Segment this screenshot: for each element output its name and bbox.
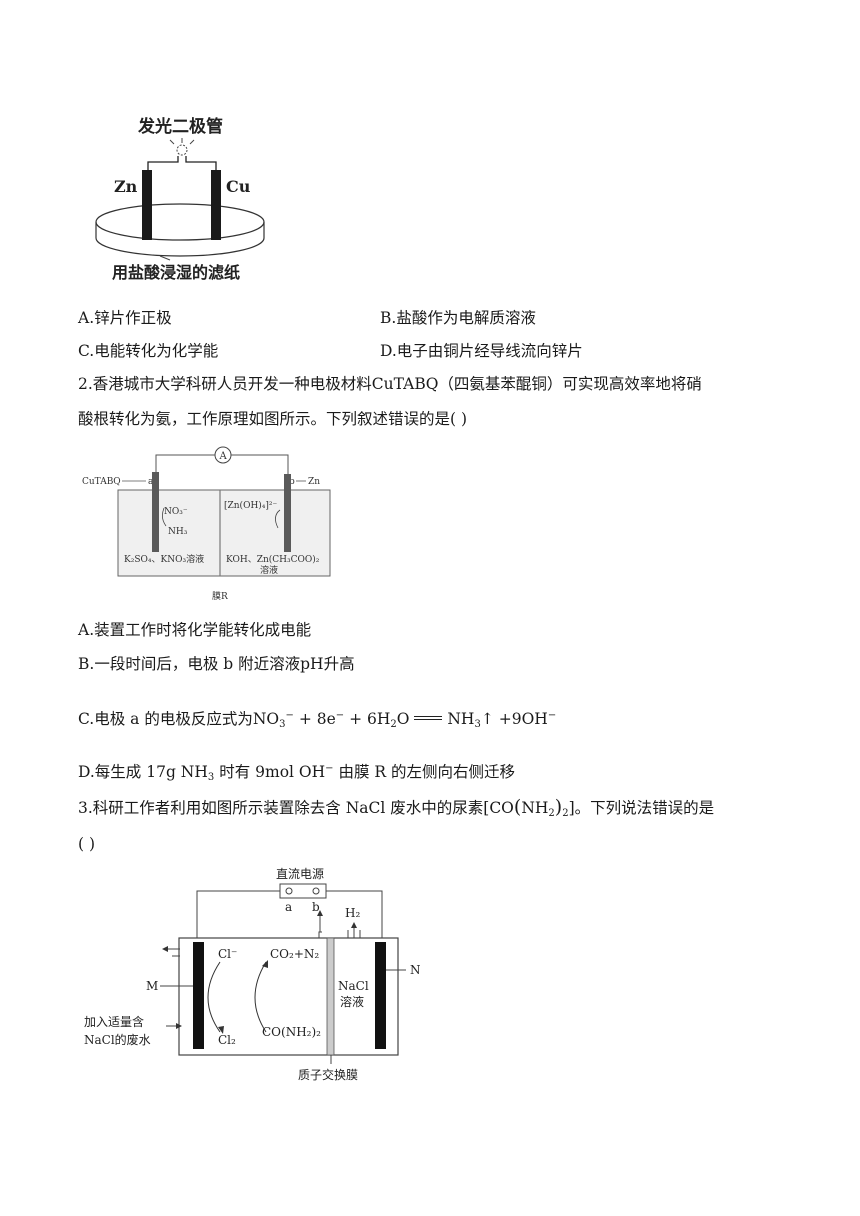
q2-option-b-ph: pH (300, 655, 324, 673)
electrode-m (193, 942, 204, 1049)
left-material-label: CuTABQ (82, 477, 121, 487)
membrane-label: 膜R (212, 591, 228, 602)
q2-stem-line1: 2.香港城市大学科研人员开发一种电极材料CuTABQ（四氨基苯醌铜）可实现高效率… (78, 375, 702, 393)
q2-option-b: B.一段时间后，电极 b 附近溶液pH升高 (78, 654, 355, 674)
zn-electrode (142, 170, 152, 240)
q2-option-d-prefix: D.每生成 17g (78, 763, 176, 781)
q2-option-d-suffix: 由膜 R 的左侧向右侧迁移 (338, 763, 515, 781)
species-nh3: NH₃ (168, 527, 188, 537)
ammeter-label: A (219, 451, 228, 462)
fig1-bottom-label: 用盐酸浸湿的滤纸 (112, 263, 240, 282)
inlet-label-2: NaCl的废水 (84, 1032, 151, 1047)
co2-n2-label: CO₂+N₂ (270, 947, 319, 961)
left-solution-label: K₂SO₄、KNO₃溶液 (124, 553, 204, 565)
proton-exchange-membrane (326, 937, 335, 1056)
q2-option-d-mid: 时有 9mol (219, 763, 294, 781)
right-material-label: Zn (308, 477, 320, 487)
membrane-label-q3: 质子交换膜 (298, 1067, 358, 1082)
figure-urea-electrolysis: 直流电源 a b H₂ M N 加入适量含 NaCl的 (84, 867, 421, 1082)
terminal-b-label: b (312, 900, 320, 914)
nacl-label-1: NaCl (338, 979, 369, 993)
q3-stem-suffix: ]。下列说法错误的是 (568, 799, 715, 817)
q2-option-c: C.电极 a 的电极反应式为NO3− + 8e− + 6H2O NH3↑ +9O… (78, 706, 556, 735)
electrode-a-label: a (148, 477, 154, 487)
q2-option-c-equation: NO3− + 8e− + 6H2O NH3↑ +9OH− (252, 710, 557, 730)
species-zn: [Zn(OH)₄]²⁻ (224, 500, 278, 511)
q3-stem-line2: ( ) (78, 835, 96, 853)
right-solution-label-1: KOH、Zn(CH₃COO)₂ (226, 554, 320, 565)
q2-stem-line2: 酸根转化为氨，工作原理如图所示。下列叙述错误的是( ) (78, 410, 468, 428)
electrode-b-label: b (289, 477, 295, 487)
right-solution-label-2: 溶液 (260, 564, 278, 576)
q2-option-b-prefix: B.一段时间后，电极 b 附近溶液 (78, 655, 301, 673)
q2-option-d: D.每生成 17g NH3 时有 9mol OH− 由膜 R 的左侧向右侧迁移 (78, 763, 515, 783)
q1-option-d: D.电子由铜片经导线流向锌片 (380, 342, 583, 360)
species-no3: NO₃⁻ (164, 507, 188, 517)
cl-minus-label: Cl⁻ (218, 947, 237, 961)
terminal-a-label: a (285, 900, 292, 914)
h2-label: H₂ (345, 906, 360, 920)
q3-stem-line1: 3.科研工作者利用如图所示装置除去含 NaCl 废水中的尿素[CO(NH2)2]… (78, 796, 715, 819)
inlet-label-1: 加入适量含 (84, 1014, 144, 1029)
fig1-cu-label: Cu (226, 177, 251, 196)
nacl-label-2: 溶液 (340, 994, 364, 1009)
q2-option-c-prefix: C.电极 a 的电极反应式为 (78, 710, 253, 728)
cl2-label: Cl₂ (218, 1033, 236, 1047)
label-n: N (410, 963, 421, 977)
figure-led-cell: 发光二极管 Zn Cu 用盐酸浸湿的滤纸 (95, 116, 265, 282)
q3-stem-prefix: 3.科研工作者利用如图所示装置除去含 NaCl 废水中的尿素[ (78, 799, 490, 817)
q2-option-a: A.装置工作时将化学能转化成电能 (78, 621, 312, 639)
label-m: M (146, 979, 158, 993)
q1-option-a: A.锌片作正极 (78, 309, 172, 327)
q1-option-c: C.电能转化为化学能 (78, 342, 219, 360)
power-label: 直流电源 (276, 867, 324, 881)
led-icon (169, 138, 195, 156)
q2-option-b-suffix: 升高 (323, 655, 355, 673)
fig1-title: 发光二极管 (137, 116, 223, 137)
figure-cutabq-cell: A CuTABQ a b Zn NO₃⁻ NH₃ [Zn(OH)₄]²⁻ K₂S… (82, 446, 331, 602)
cu-electrode (211, 170, 221, 240)
urea-label: CO(NH₂)₂ (262, 1025, 321, 1039)
q1-option-b: B.盐酸作为电解质溶液 (380, 309, 536, 327)
electrode-n (375, 942, 386, 1049)
fig1-zn-label: Zn (114, 177, 138, 196)
